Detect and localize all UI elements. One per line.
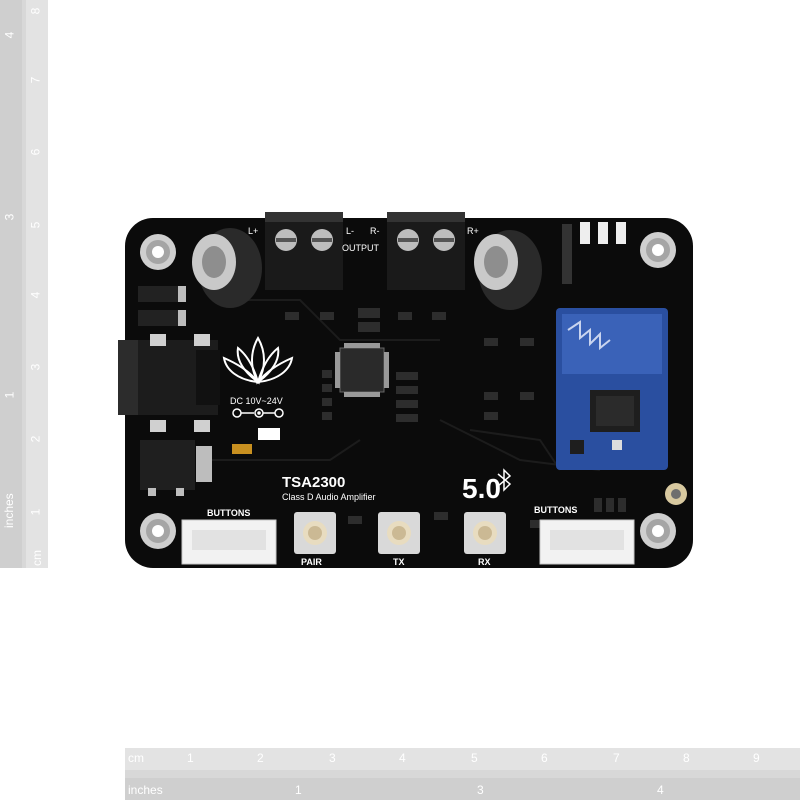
amplifier-chip	[335, 343, 389, 397]
terminal-label-l-minus: L-	[346, 226, 354, 236]
ruler-inch-number: 1	[295, 783, 302, 797]
ruler-cm-number: 5	[471, 751, 478, 765]
antenna-connector	[665, 483, 687, 505]
buttons-connector-right	[539, 519, 635, 565]
terminal-label-r-minus: R-	[370, 226, 380, 236]
mounting-hole	[140, 513, 176, 549]
smd-led	[580, 222, 626, 244]
mounting-hole	[640, 513, 676, 549]
ruler-cm-number: 9	[753, 751, 760, 765]
ruler-cm-number: 1	[187, 751, 194, 765]
horizontal-ruler: cm inches 1 2 3 4 5 6 7 8 9 1 3 4	[125, 748, 800, 800]
pair-button[interactable]	[294, 512, 336, 554]
tx-label: TX	[393, 557, 405, 567]
ruler-cm-number: 6	[541, 751, 548, 765]
version-label: 5.0	[462, 473, 501, 504]
buttons-label-left: BUTTONS	[207, 508, 250, 518]
model-label: TSA2300	[282, 474, 345, 491]
dc-polarity-icon	[232, 408, 284, 418]
rx-label: RX	[478, 557, 491, 567]
ruler-cm-number: 7	[613, 751, 620, 765]
ruler-inch-number: 4	[657, 783, 664, 797]
ruler-cm-label: cm	[128, 751, 144, 765]
pair-label: PAIR	[301, 557, 322, 567]
dc-power-jack	[118, 340, 220, 415]
ruler-cm-number: 4	[399, 751, 406, 765]
screw-terminal	[265, 212, 343, 290]
ruler-cm-number: 2	[257, 751, 264, 765]
solder-pad	[150, 334, 210, 432]
ruler-cm-scale	[125, 748, 800, 770]
rx-button[interactable]	[464, 512, 506, 554]
ruler-inch-scale	[125, 778, 800, 800]
buttons-connector-left	[181, 519, 277, 565]
terminal-label-r-plus: R+	[467, 226, 479, 236]
ruler-cm-number: 3	[329, 751, 336, 765]
ruler-cm-scale	[26, 0, 48, 568]
smd-resistor	[285, 308, 534, 422]
subtitle-label: Class D Audio Amplifier	[282, 492, 376, 502]
bluetooth-module	[556, 308, 668, 470]
diode	[138, 286, 186, 326]
power-label: DC 10V~24V	[230, 396, 283, 406]
ruler-inch-scale	[0, 0, 22, 568]
capacitor	[474, 230, 542, 310]
lotus-logo	[222, 335, 294, 385]
ruler-cm-number: 8	[683, 751, 690, 765]
voltage-regulator	[140, 440, 212, 496]
vertical-ruler: inches cm 1 2 3 4 5 6 7 8 1 3 4	[0, 0, 48, 568]
mounting-hole	[640, 232, 676, 268]
pin-header	[562, 224, 572, 284]
screw-terminal	[387, 212, 465, 290]
mounting-hole	[140, 234, 176, 270]
tantalum-capacitor	[232, 444, 252, 454]
capacitor	[192, 228, 262, 308]
output-label: OUTPUT	[342, 243, 380, 253]
buttons-label-right: BUTTONS	[534, 505, 577, 515]
smd-led	[258, 428, 280, 440]
ruler-inch-number: 3	[477, 783, 484, 797]
tx-button[interactable]	[378, 512, 420, 554]
terminal-label-l-plus: L+	[248, 226, 258, 236]
ruler-inches-label: inches	[128, 783, 163, 797]
bluetooth-icon	[497, 468, 512, 492]
smd-resistor	[348, 498, 626, 528]
